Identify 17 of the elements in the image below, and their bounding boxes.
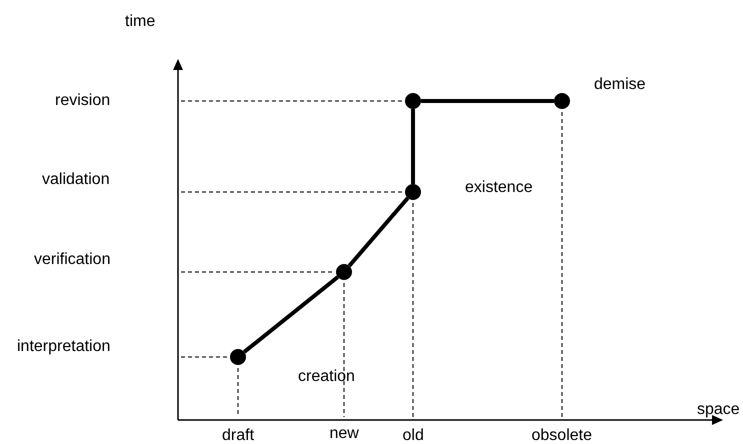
line-segment [411,109,415,184]
axis-title: space [697,401,740,419]
axis-title: time [125,13,156,31]
axis-label: new [330,425,359,443]
point-label: demise [594,76,646,94]
axis-label: revision [55,92,110,110]
line-segment [348,196,410,268]
axis-label: interpretation [17,338,110,356]
point-label: existence [465,179,533,197]
line-segment [243,275,339,354]
axis-label: draft [222,427,254,444]
line-segment [421,99,554,103]
axis-label: verification [34,251,110,269]
axis-label: obsolete [532,427,592,444]
axis-label: validation [42,171,110,189]
point-label: creation [298,368,355,386]
axis-label: old [402,427,424,444]
